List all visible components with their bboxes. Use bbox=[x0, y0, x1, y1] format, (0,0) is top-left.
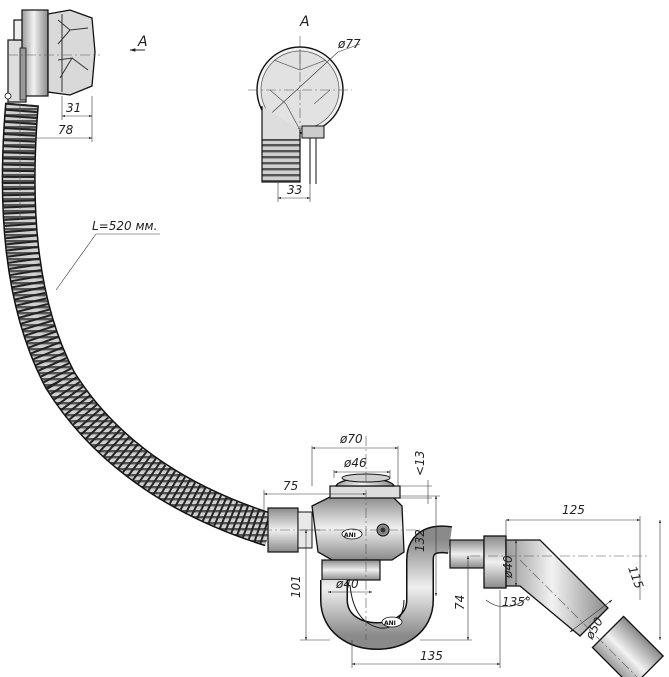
dim-13-label: <13 bbox=[413, 451, 427, 476]
detail-view-a: A ø77 33 bbox=[248, 14, 361, 202]
detail-view-title: A bbox=[299, 14, 310, 30]
section-arrow-label: A bbox=[137, 34, 148, 50]
dim-75-label: 75 bbox=[283, 479, 298, 493]
overflow-head-side-view bbox=[4, 9, 100, 103]
hose-length-label: L=520 мм. bbox=[92, 219, 157, 233]
section-arrow-a: A bbox=[129, 34, 148, 52]
dim-31-label: 31 bbox=[66, 101, 81, 115]
dim-135-label: 135 bbox=[420, 649, 443, 663]
dim-78-label: 78 bbox=[58, 123, 74, 137]
dimension-31-78: 31 78 bbox=[9, 96, 93, 142]
svg-text:ANI: ANI bbox=[344, 532, 356, 539]
dim-40b-label: ø40 bbox=[501, 555, 515, 579]
dim-33-label: 33 bbox=[287, 183, 302, 197]
dim-101-label: 101 bbox=[289, 575, 303, 598]
siphon-assembly: ANI ANI bbox=[262, 436, 665, 677]
svg-text:ANI: ANI bbox=[384, 620, 396, 627]
dim-70-label: ø70 bbox=[339, 432, 363, 446]
dim-46-label: ø46 bbox=[343, 456, 367, 470]
dim-125-label: 125 bbox=[562, 503, 585, 517]
corrugated-hose: L=520 мм. bbox=[1, 102, 276, 547]
dim-77-label: ø77 bbox=[337, 37, 361, 51]
dim-115-label: 115 bbox=[625, 564, 646, 590]
angle-135-label: 135° bbox=[502, 595, 531, 609]
dim-40a-label: ø40 bbox=[335, 577, 359, 591]
dim-74-label: 74 bbox=[453, 595, 467, 610]
dim-132-label: 132 bbox=[413, 529, 427, 552]
